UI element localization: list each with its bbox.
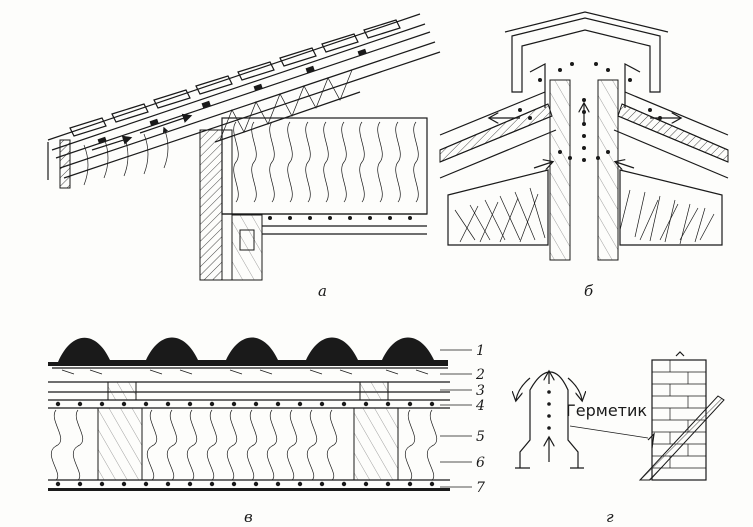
panel-b-airflow	[490, 62, 680, 168]
layer-number-5: 5	[476, 429, 485, 445]
layer-number-7: 7	[476, 480, 485, 496]
panel-b-caption: б	[584, 282, 594, 300]
panel-g-chimney-flashing	[569, 351, 725, 481]
panel-a-eave-section	[47, 13, 441, 281]
layer-number-3: 3	[476, 383, 485, 399]
sealant-label: Герметик	[566, 401, 647, 420]
panel-b-ridge-post-left	[549, 79, 571, 261]
panel-b-ridge-post-right	[597, 79, 619, 261]
panel-b-ridge-section	[439, 11, 729, 261]
panel-a-eave	[47, 113, 193, 189]
layer-number-2: 2	[475, 367, 485, 383]
panel-v-tile-layer	[48, 337, 448, 375]
panel-b-insulation	[447, 169, 723, 246]
panel-a-roof-slope	[47, 13, 441, 179]
panel-b-right-slope	[613, 91, 729, 179]
panel-b-ridge-cap	[504, 11, 669, 108]
layer-number-1: 1	[476, 343, 485, 359]
panel-v-leader-lines	[440, 349, 472, 488]
panel-v-vapour-barrier	[48, 481, 450, 491]
panel-g-vent-pipe	[515, 372, 584, 469]
panel-g-caption: г	[606, 508, 614, 526]
panel-b-left-slope	[439, 91, 557, 179]
panel-v-insulation-layer	[48, 407, 450, 481]
panel-v-caption: в	[244, 508, 253, 526]
layer-number-6: 6	[476, 455, 485, 471]
panel-a-wall	[199, 129, 263, 281]
layer-number-4: 4	[475, 398, 485, 414]
panel-v-layer-section: 1 2 3 4 5 6 7	[48, 337, 485, 496]
panel-v-batten-layer	[48, 381, 450, 401]
panel-a-caption: а	[318, 282, 327, 300]
panel-v-membrane	[55, 401, 435, 407]
panel-a-ceiling-insulation	[221, 117, 428, 235]
